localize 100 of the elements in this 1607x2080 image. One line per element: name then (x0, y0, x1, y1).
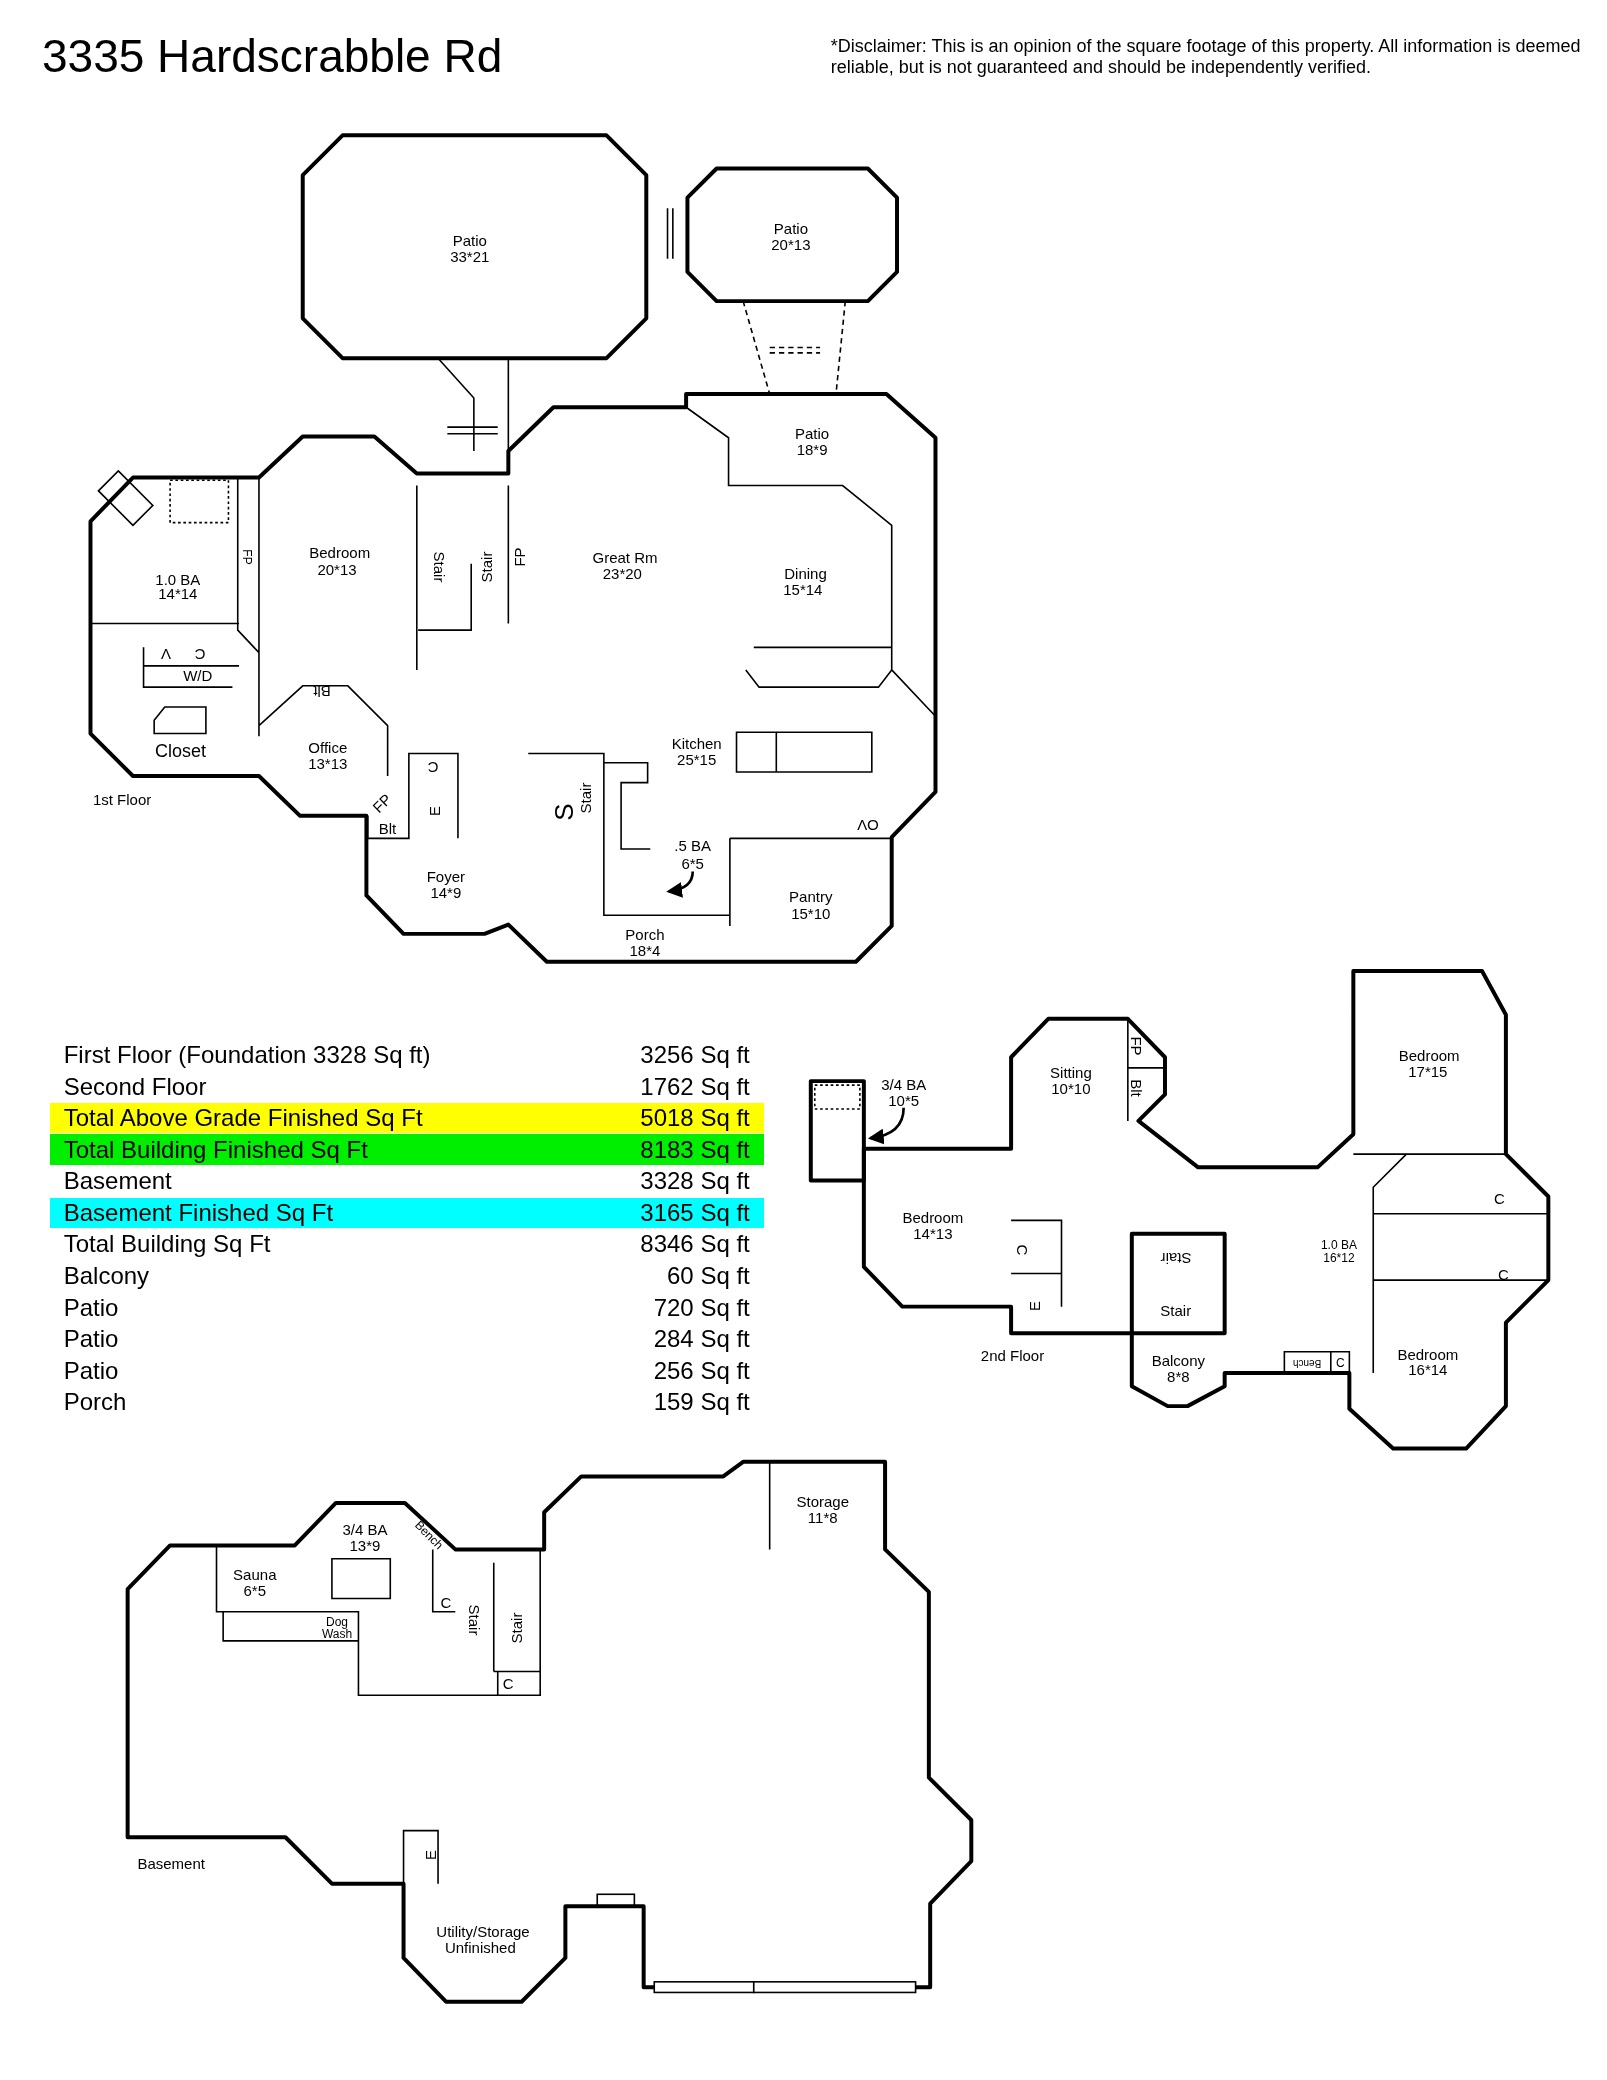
area-value: 3256 Sq ft (640, 1042, 750, 1067)
area-value: 3165 Sq ft (640, 1200, 750, 1225)
area-name: First Floor (Foundation 3328 Sq ft) (63, 1042, 431, 1067)
room-label: Stair (508, 1612, 524, 1644)
room-label: 18*4 (629, 942, 661, 958)
room-label: Balcony (1151, 1352, 1206, 1368)
room-label: Stair (1160, 1250, 1192, 1266)
room-label: FP (511, 547, 527, 567)
room-label: Patio (773, 220, 808, 236)
area-name: Total Building Finished Sq Ft (63, 1137, 368, 1162)
room-label: Office (308, 739, 348, 755)
room-label: 10*10 (1051, 1080, 1091, 1096)
area-value: 159 Sq ft (653, 1390, 750, 1415)
room-label: Porch (625, 926, 665, 942)
room-label: 11*8 (807, 1509, 838, 1525)
room-label: C (440, 1594, 452, 1610)
area-value: 3328 Sq ft (640, 1169, 750, 1194)
room-label: Kitchen (671, 735, 722, 751)
area-name: Patio (63, 1327, 119, 1352)
room-label: 15*10 (791, 905, 831, 921)
room-label: Great Rm (592, 549, 658, 565)
room-label: C (194, 646, 206, 662)
room-label: Dining (784, 565, 827, 581)
room-label: C (1494, 1190, 1505, 1206)
area-value: 60 Sq ft (667, 1264, 750, 1289)
room-label: C (1014, 1244, 1030, 1256)
room-label: Stair (478, 551, 494, 583)
room-label: Utility/Storage (436, 1923, 530, 1939)
room-label: 1st Floor (92, 791, 152, 807)
area-name: Balcony (63, 1264, 150, 1289)
room-label: E (422, 1850, 438, 1861)
room-label: 6*5 (243, 1582, 267, 1598)
room-label: 10*5 (888, 1092, 920, 1108)
area-value: 720 Sq ft (653, 1295, 750, 1320)
room-label: E (1026, 1300, 1042, 1311)
area-value: 5018 Sq ft (640, 1106, 750, 1131)
stair-symbol: S (550, 803, 577, 821)
room-label: 15*14 (783, 581, 823, 597)
room-label: 3/4 BA (881, 1076, 927, 1092)
room-label: 3/4 BA (342, 1521, 388, 1537)
area-name: Patio (63, 1295, 119, 1320)
room-label: Stair (466, 1604, 482, 1636)
room-label: Closet (154, 742, 206, 761)
room-label: Bedroom (1398, 1047, 1460, 1063)
room-label: Patio (452, 232, 487, 248)
room-label: 16*14 (1408, 1361, 1448, 1377)
area-value: 284 Sq ft (653, 1327, 750, 1352)
room-label: Storage (796, 1493, 849, 1509)
room-label: W/D (183, 667, 213, 683)
room-label: Bedroom (1397, 1346, 1459, 1362)
room-label: FP (240, 549, 253, 565)
area-value: 256 Sq ft (653, 1358, 750, 1383)
room-label: Unfinished (444, 1939, 516, 1955)
room-label: C (1498, 1266, 1509, 1282)
room-label: 14*14 (158, 585, 198, 601)
area-name: Porch (63, 1390, 127, 1415)
area-name: Basement Finished Sq Ft (63, 1200, 334, 1225)
area-value: 8183 Sq ft (640, 1137, 750, 1162)
room-label: 6*5 (681, 855, 704, 871)
room-label: 8*8 (1167, 1368, 1190, 1384)
room-label: Sauna (233, 1566, 277, 1582)
area-name: Second Floor (63, 1074, 207, 1099)
page-title: 3335 Hardscrabble Rd (42, 29, 503, 84)
room-label: Bench (1292, 1357, 1322, 1368)
room-label: Basement (137, 1855, 205, 1871)
room-label: Blt (1128, 1079, 1144, 1097)
room-label: 14*9 (430, 884, 462, 900)
room-label: C (427, 759, 438, 775)
room-label: Dog Wash (320, 1616, 354, 1641)
room-label: Stair (431, 551, 447, 583)
room-label: 1.0 BA (1320, 1238, 1357, 1251)
room-label: 33*21 (450, 248, 490, 264)
room-label: 2nd Floor (980, 1347, 1045, 1363)
room-label: FP (370, 790, 395, 815)
room-label: 13*13 (308, 755, 348, 771)
room-label: Bedroom (902, 1209, 964, 1225)
area-name: Total Above Grade Finished Sq Ft (63, 1106, 423, 1131)
room-label: 20*13 (317, 561, 357, 577)
room-label: .5 BA (674, 837, 712, 853)
room-label: E (426, 805, 442, 816)
room-label: Sitting (1050, 1064, 1092, 1080)
room-label: 20*13 (771, 236, 811, 252)
room-label: OV (857, 817, 879, 833)
room-label: Patio (795, 425, 830, 441)
room-label: 18*9 (796, 441, 828, 456)
area-name: Patio (63, 1358, 119, 1383)
area-value: 1762 Sq ft (640, 1074, 750, 1099)
room-label: Stair (1160, 1302, 1192, 1318)
room-label: C (1335, 1356, 1345, 1369)
room-label: Bedroom (309, 544, 371, 560)
disclaimer-text: *Disclaimer: This is an opinion of the square footage of this property. All information is deemed reliable, but is not guaranteed and should be independently verified. (830, 35, 1582, 79)
area-name: Total Building Sq Ft (63, 1232, 271, 1257)
area-value: 8346 Sq ft (640, 1232, 750, 1257)
room-label: 14*13 (913, 1225, 953, 1241)
room-label: Blt (313, 683, 332, 699)
room-label: 1.0 BA (155, 571, 201, 587)
room-label: Blt (378, 820, 397, 836)
room-label: 13*9 (349, 1537, 381, 1553)
room-label: 25*15 (677, 751, 717, 767)
room-label: V (160, 646, 171, 662)
